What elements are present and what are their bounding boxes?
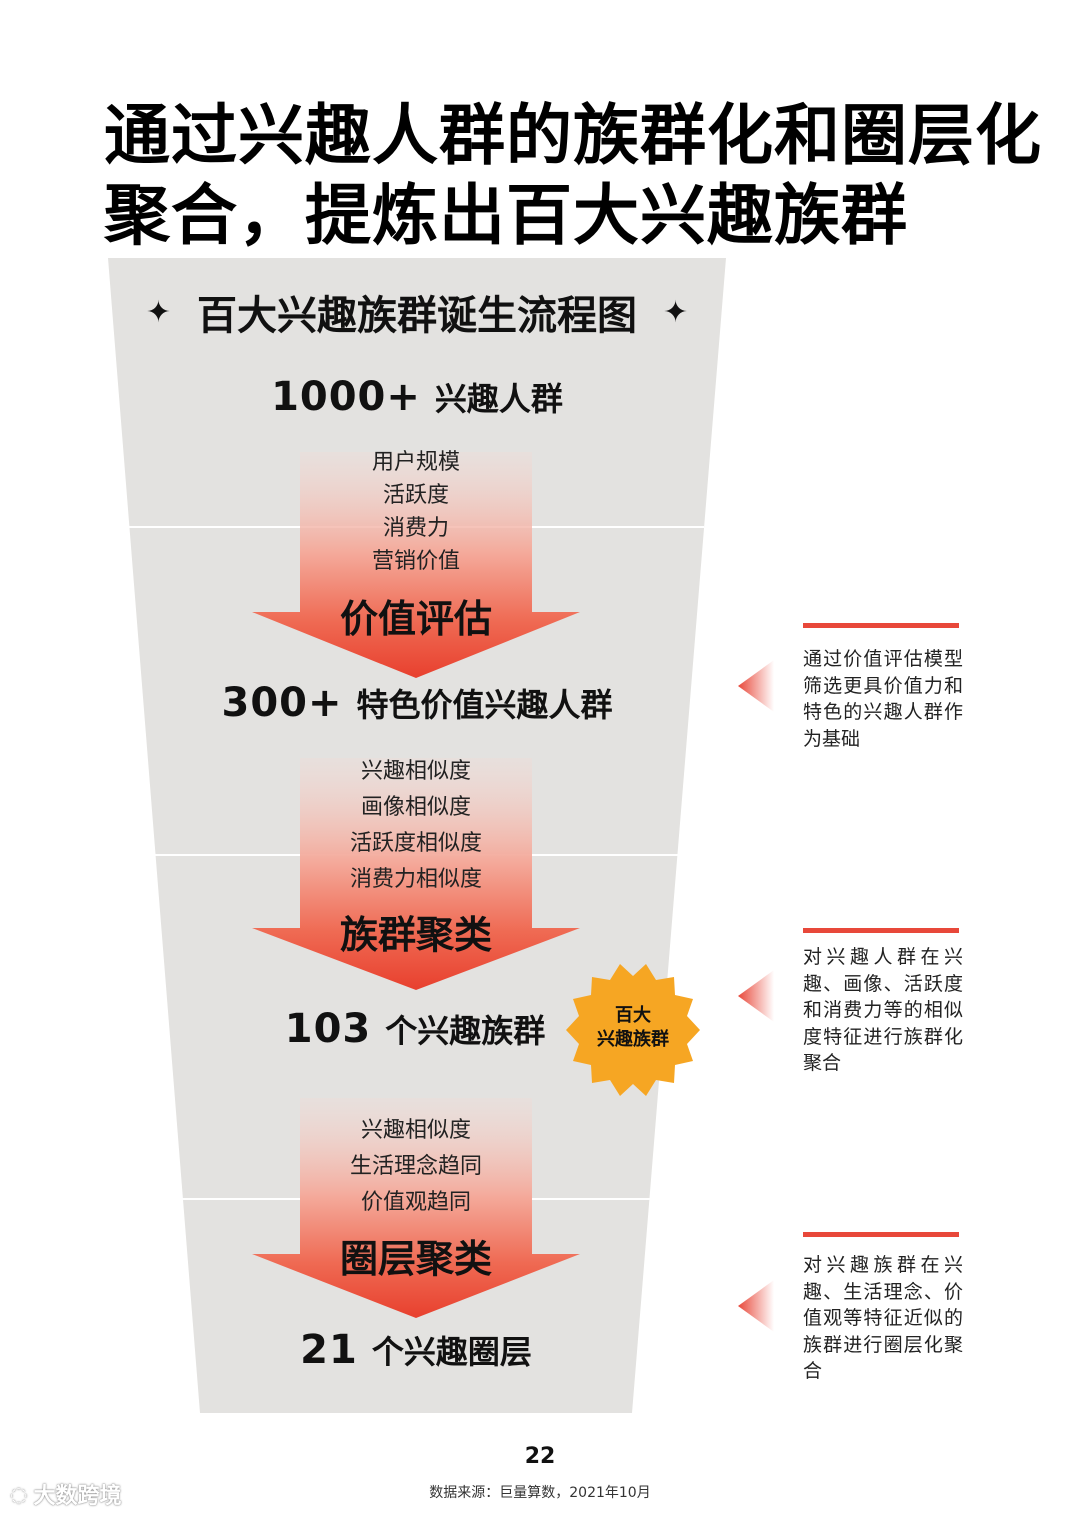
criteria-item: 用户规模 [371,450,460,475]
criteria-item: 活跃度相似度 [349,831,482,856]
criteria-item: 活跃度 [382,483,449,508]
note-2: 对兴趣人群在兴趣、画像、活跃度和消费力等的相似度特征进行族群化聚合 [803,946,963,1074]
arrow-1-criteria: 用户规模 活跃度 消费力 营销价值 [300,446,532,578]
side-arrow-1 [738,660,774,712]
watermark: ◌ 大数跨境 [10,1478,121,1510]
side-arrow-3 [738,1280,774,1332]
page-title: 通过兴趣人群的族群化和圈层化 聚合，提炼出百大兴趣族群 [104,96,1044,256]
note-1: 通过价值评估模型筛选更具价值力和特色的兴趣人群作为基础 [803,648,963,750]
criteria-item: 价值观趋同 [360,1190,471,1215]
badge-line-2: 兴趣族群 [597,1029,669,1050]
arrow-3-criteria: 兴趣相似度 生活理念趋同 价值观趋同 [290,1113,542,1221]
stage-3-number: 103 [284,1006,372,1052]
watermark-text: 大数跨境 [33,1484,122,1509]
arrow-1-label: 价值评估 [339,597,492,641]
flow-title: ✦ 百大兴趣族群诞生流程图 ✦ [108,282,726,342]
note-3: 对兴趣族群在兴趣、生活理念、价值观等特征近似的族群进行圈层化聚合 [803,1254,963,1382]
side-arrow-2 [738,970,774,1022]
stage-3: 103 个兴趣族群 [150,1004,680,1056]
watermark-logo-icon: ◌ [10,1482,28,1506]
note-3-accent-bar [803,1232,959,1237]
arrow-3-label: 圈层聚类 [339,1237,492,1281]
stage-1-label: 兴趣人群 [434,380,563,418]
criteria-item: 营销价值 [371,549,460,574]
page-title-line-1: 通过兴趣人群的族群化和圈层化 [104,97,1042,174]
arrow-2-label: 族群聚类 [339,913,492,957]
page-number: 22 [524,1444,556,1469]
sparkle-left-icon: ✦ [145,294,171,330]
sparkle-right-icon: ✦ [663,294,689,330]
criteria-item: 画像相似度 [360,795,471,820]
page-title-line-2: 聚合，提炼出百大兴趣族群 [104,177,908,254]
criteria-item: 生活理念趋同 [349,1154,482,1179]
flow-title-text: 百大兴趣族群诞生流程图 [197,293,637,339]
stage-3-label: 个兴趣族群 [385,1012,546,1050]
criteria-item: 兴趣相似度 [360,1118,471,1143]
arrow-3-shape [252,1098,580,1318]
data-source: 数据来源：巨量算数，2021年10月 [429,1485,651,1501]
badge: 百大 兴趣族群 [583,1004,683,1052]
stage-4-number: 21 [300,1327,358,1373]
arrow-1-shape [252,452,580,678]
note-2-accent-bar [803,928,959,933]
criteria-item: 兴趣相似度 [360,759,471,784]
arrow-2-shape [252,758,580,990]
stage-1: 1000+ 兴趣人群 [108,372,726,424]
stage-2-number: 300+ [221,680,343,726]
stage-2-label: 特色价值兴趣人群 [356,686,613,724]
badge-line-1: 百大 [615,1005,651,1026]
stage-4: 21 个兴趣圈层 [200,1325,632,1377]
badge-burst-shape [566,964,700,1096]
note-1-accent-bar [803,623,959,628]
arrow-2-criteria: 兴趣相似度 画像相似度 活跃度相似度 消费力相似度 [290,754,542,898]
stage-1-number: 1000+ [271,374,421,420]
criteria-item: 消费力 [382,516,449,541]
stage-4-label: 个兴趣圈层 [371,1333,532,1371]
stage-2: 300+ 特色价值兴趣人群 [108,678,726,730]
criteria-item: 消费力相似度 [349,867,482,892]
